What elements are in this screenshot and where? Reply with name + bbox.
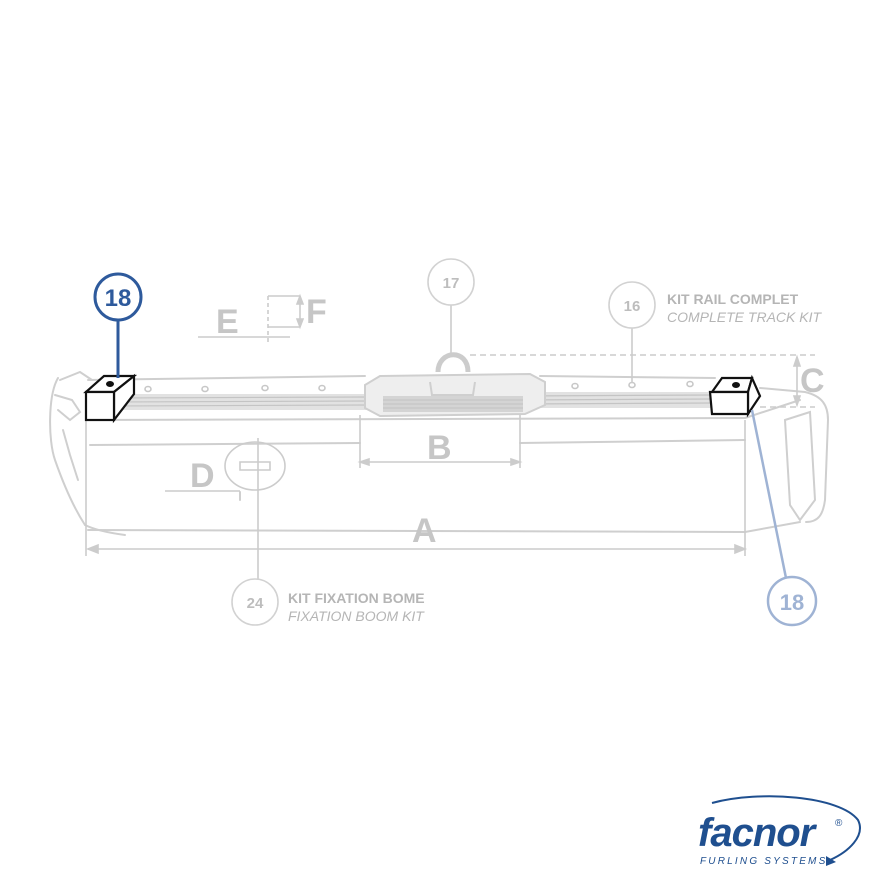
end-stop-left bbox=[83, 373, 138, 424]
dimension-label-e: E bbox=[216, 303, 239, 341]
track-rail bbox=[109, 380, 716, 410]
dimension-label-d: D bbox=[190, 457, 215, 495]
callout-24-label: 24 bbox=[247, 595, 264, 612]
kit-rail-en: COMPLETE TRACK KIT bbox=[667, 309, 822, 325]
kit-boom-en: FIXATION BOOM KIT bbox=[288, 608, 425, 624]
end-stop-right bbox=[708, 374, 762, 418]
callout-18-left bbox=[93, 272, 143, 322]
callout-18-right bbox=[766, 575, 818, 627]
kit-boom-fr: KIT FIXATION BOME bbox=[288, 590, 425, 606]
dimension-lines bbox=[85, 293, 815, 580]
callout-18-left-label: 18 bbox=[105, 285, 132, 312]
callout-17-label: 17 bbox=[443, 275, 460, 292]
boom-drawing bbox=[49, 370, 830, 536]
brand-name: facnor bbox=[698, 811, 818, 855]
track-car bbox=[364, 352, 546, 418]
callout-24 bbox=[231, 578, 279, 626]
brand-tagline: FURLING SYSTEMS bbox=[700, 856, 827, 867]
callout-16-label: 16 bbox=[624, 298, 641, 315]
dimension-label-c: C bbox=[800, 362, 825, 400]
dimension-label-b: B bbox=[427, 429, 452, 467]
dimension-label-f: F bbox=[306, 293, 327, 331]
callout-16 bbox=[608, 281, 656, 329]
callout-17 bbox=[427, 258, 475, 306]
brand-registered: ® bbox=[835, 818, 843, 829]
callout-18-right-label: 18 bbox=[780, 590, 804, 615]
facnor-logo: facnor ® FURLING SYSTEMS bbox=[698, 795, 861, 867]
kit-rail-fr: KIT RAIL COMPLET bbox=[667, 291, 799, 307]
dimension-label-a: A bbox=[412, 512, 437, 550]
